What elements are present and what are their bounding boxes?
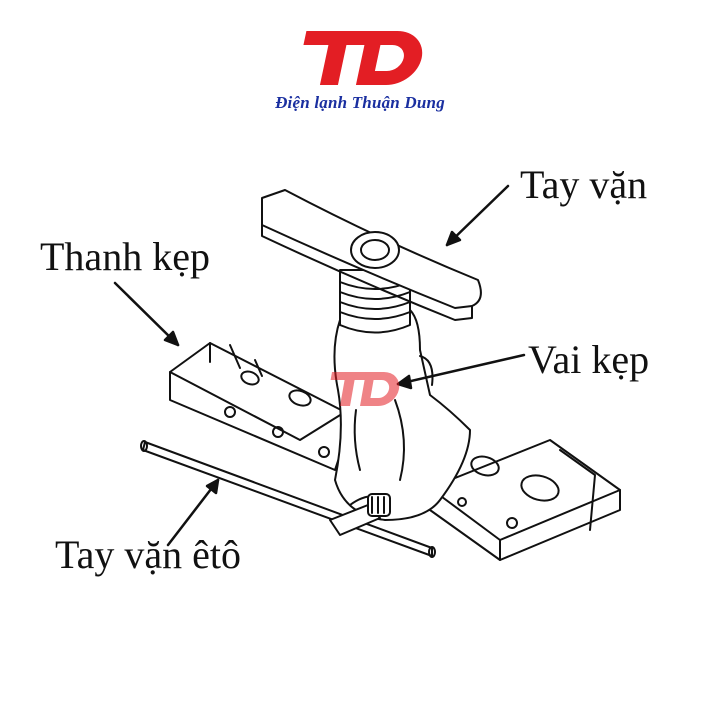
- yoke-body: [329, 309, 471, 536]
- brand-caption: Điện lạnh Thuận Dung: [275, 93, 445, 112]
- threaded-screw: [339, 269, 411, 334]
- clamp-bar-right: [429, 439, 621, 561]
- clamp-bar-left: [169, 342, 346, 471]
- arrow-tay-van-eto: [166, 478, 220, 547]
- arrow-vai-kep: [396, 353, 526, 386]
- brand-logo: [303, 31, 423, 85]
- arrow-tay-van: [445, 184, 510, 247]
- t-handle: [261, 189, 482, 321]
- watermark-logo: [330, 372, 400, 406]
- label-thanh-kep: Thanh kẹp: [40, 234, 210, 279]
- label-vai-kep: Vai kẹp: [528, 337, 650, 382]
- arrow-thanh-kep: [113, 281, 180, 347]
- label-tay-van: Tay vặn: [520, 162, 648, 207]
- callout-arrows: [113, 184, 526, 547]
- label-tay-van-eto: Tay vặn êtô: [55, 532, 242, 577]
